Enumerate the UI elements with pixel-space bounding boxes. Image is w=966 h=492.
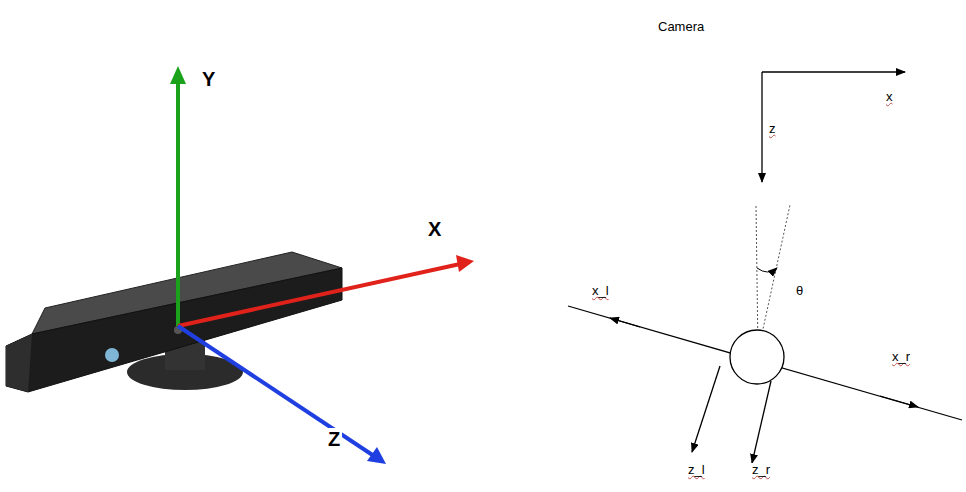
y-arrowhead (170, 66, 186, 84)
y-axis (176, 78, 180, 326)
object-circle (730, 330, 784, 384)
dotted-line (758, 205, 790, 352)
axis-label: z (767, 122, 778, 136)
angle-label: θ (794, 284, 805, 298)
x-axis (178, 264, 460, 326)
z-l-arrow (692, 366, 720, 452)
title-label: Camera (656, 20, 706, 34)
axis-label: x_l (590, 284, 611, 298)
z-arrowhead (367, 447, 386, 464)
z-r-arrow (752, 381, 771, 463)
axis-label: z_l (686, 463, 707, 477)
axis-label: x (884, 90, 895, 104)
axis-label: x_r (890, 350, 912, 364)
camera-z-axis (761, 72, 762, 182)
axis-label: Y (200, 68, 217, 90)
axis-label: Z (326, 428, 342, 450)
x-r-arrow (880, 396, 918, 407)
axis-label: X (426, 218, 443, 240)
camera-x-axis (762, 71, 905, 72)
x-arrowhead (456, 255, 474, 272)
kinect-sensor (6, 252, 342, 392)
angle-arc (757, 268, 777, 272)
x-line (568, 306, 962, 420)
axis-label: z_r (750, 463, 772, 477)
x-l-arrow (610, 318, 640, 327)
z-axis (178, 326, 374, 456)
